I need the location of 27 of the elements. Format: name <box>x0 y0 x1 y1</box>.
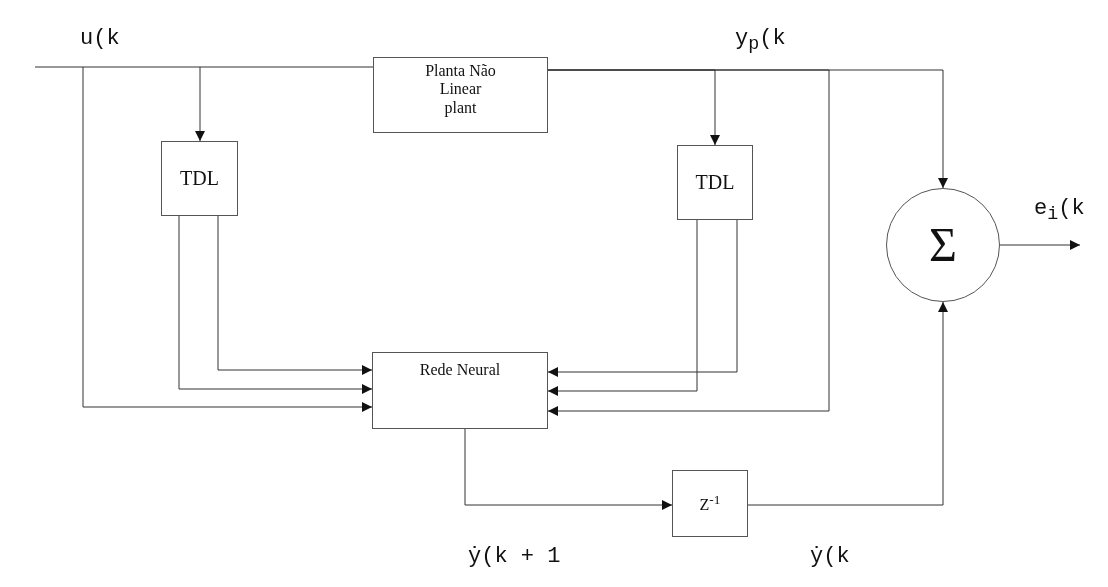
block-label: TDL <box>180 167 219 190</box>
connector-arrow <box>547 219 698 396</box>
connector-arrow <box>547 69 830 416</box>
signal-label: y$_{p}$(k <box>735 26 786 56</box>
connector-arrow <box>747 301 948 506</box>
signal-label: u(k <box>80 26 120 51</box>
signal-label: ẏ(k + 1 <box>468 544 561 569</box>
block-box <box>373 57 548 133</box>
block-box <box>672 470 748 537</box>
connector-arrow <box>547 219 738 377</box>
block-box <box>161 141 238 216</box>
block-label: TDL <box>695 171 735 194</box>
block-label: Planta Não Linear plant <box>424 61 497 118</box>
connector-arrow <box>547 69 948 189</box>
block-label: Z$^{-1}$ <box>699 492 721 515</box>
block-label: Σ <box>929 217 957 273</box>
signal-label: e$_{i}$(k <box>1034 196 1085 226</box>
block-label: Rede Neural <box>419 360 501 380</box>
connector-arrow <box>178 215 373 394</box>
connector-arrow <box>217 215 373 375</box>
connector-arrow <box>999 240 1081 250</box>
signal-label: ẏ(k <box>810 544 850 569</box>
block-box <box>677 145 753 220</box>
block-box <box>372 352 548 429</box>
connector-arrow <box>82 66 373 412</box>
connector-arrow <box>464 428 673 510</box>
connector-arrow <box>195 66 205 142</box>
